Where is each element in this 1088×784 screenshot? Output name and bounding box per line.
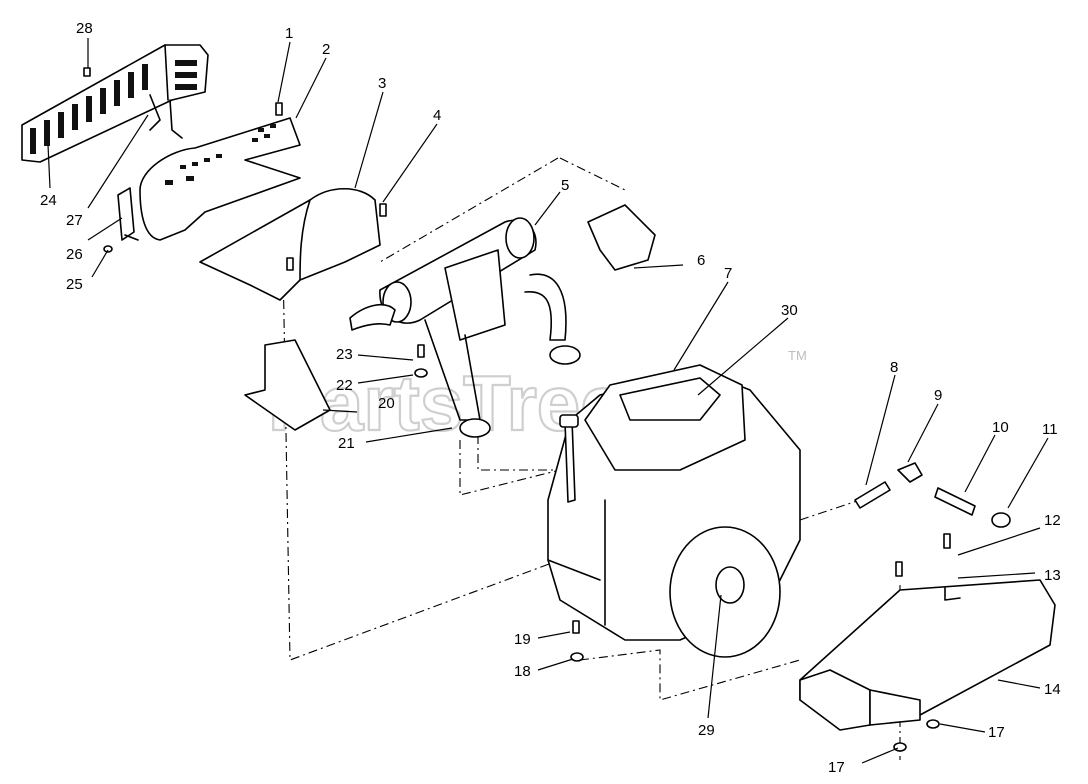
callout-19: 19 [514,631,531,648]
muffler [349,217,581,438]
grille-screen [21,44,209,163]
callout-7: 7 [724,265,732,282]
callout-9: 9 [934,387,942,404]
mounting-plate [799,579,1056,731]
leader-lines [47,38,1049,764]
bracket [117,187,139,241]
callout-29: 29 [698,722,715,739]
muffler-shroud [199,188,381,301]
callout-22: 22 [336,377,353,394]
callout-20: 20 [378,395,395,412]
callout-21: 21 [338,435,355,452]
lower-shield [244,339,331,431]
watermark-trademark: TM [788,348,807,363]
callout-5: 5 [561,177,569,194]
callout-28: 28 [76,20,93,37]
callout-4: 4 [433,107,441,124]
fittings [854,462,1011,528]
callout-2: 2 [322,41,330,58]
callout-10: 10 [992,419,1009,436]
callout-6: 6 [697,252,705,269]
cover [587,204,656,271]
callout-26: 26 [66,246,83,263]
top-heat-shield [139,117,301,241]
callout-14: 14 [1044,681,1061,698]
callout-11: 11 [1042,421,1058,438]
callout-23: 23 [336,346,353,363]
callout-17-right: 17 [988,724,1005,741]
engine [547,364,801,658]
callout-12: 12 [1044,512,1061,529]
assembly-guide-lines [282,157,901,760]
callout-30: 30 [781,302,798,319]
callout-1: 1 [285,25,293,42]
callout-27: 27 [66,212,83,229]
callout-8: 8 [890,359,898,376]
callout-24: 24 [40,192,57,209]
callout-17-bottom: 17 [828,759,845,776]
callout-25: 25 [66,276,83,293]
callout-18: 18 [514,663,531,680]
callout-labels: 1 2 3 4 5 6 7 8 9 10 11 12 13 14 17 17 1… [40,20,1061,776]
callout-13: 13 [1044,567,1061,584]
callout-3: 3 [378,75,386,92]
